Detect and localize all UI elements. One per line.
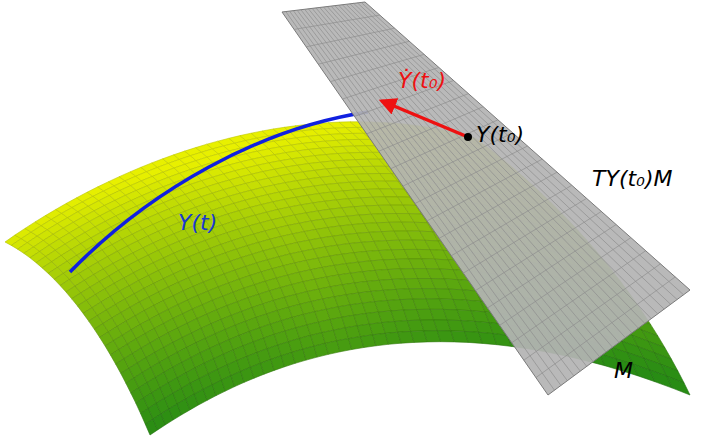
plane-grid [293,11,567,381]
plane-grid [297,10,574,376]
plane-grid [335,6,639,329]
manifold-label: M [614,360,633,382]
plane-grid [324,7,620,343]
plane-grid [320,7,613,347]
plane-grid [361,2,683,294]
curve [70,112,368,272]
plane-grid [475,211,601,290]
plane-fill [282,2,690,395]
velocity-label: Ẏ(t₀) [398,70,446,92]
plane-grid [512,251,646,343]
plane-grid [286,12,555,391]
plane-grid [339,5,645,323]
plane-grid [342,5,651,319]
plane-grid [500,238,631,326]
tangent-plane [282,2,690,395]
plane-grid [316,8,606,352]
plane-grid [308,9,593,362]
plane-grid [357,3,677,300]
surface-cell [667,376,690,395]
plane-grid [536,277,675,378]
curve-label: Y(t) [178,212,217,234]
plane-grid [312,8,599,356]
plane-grid [354,3,671,304]
plane-grid [415,146,528,204]
plane-grid [463,198,586,273]
point-label: Y(t₀) [476,124,524,146]
plane-grid [451,185,572,255]
plane-label: TY(t₀)M [592,168,672,190]
plane-grid [290,11,561,385]
plane-grid [524,264,661,360]
plane-grid [331,6,632,333]
plane-grid [488,225,617,308]
plane-grid [301,10,580,371]
plane-grid [346,4,658,314]
point [464,133,472,141]
velocity-arrow [382,101,468,137]
plane-grid [305,9,587,366]
plane-grid [350,4,664,309]
plane-grid [327,7,625,338]
